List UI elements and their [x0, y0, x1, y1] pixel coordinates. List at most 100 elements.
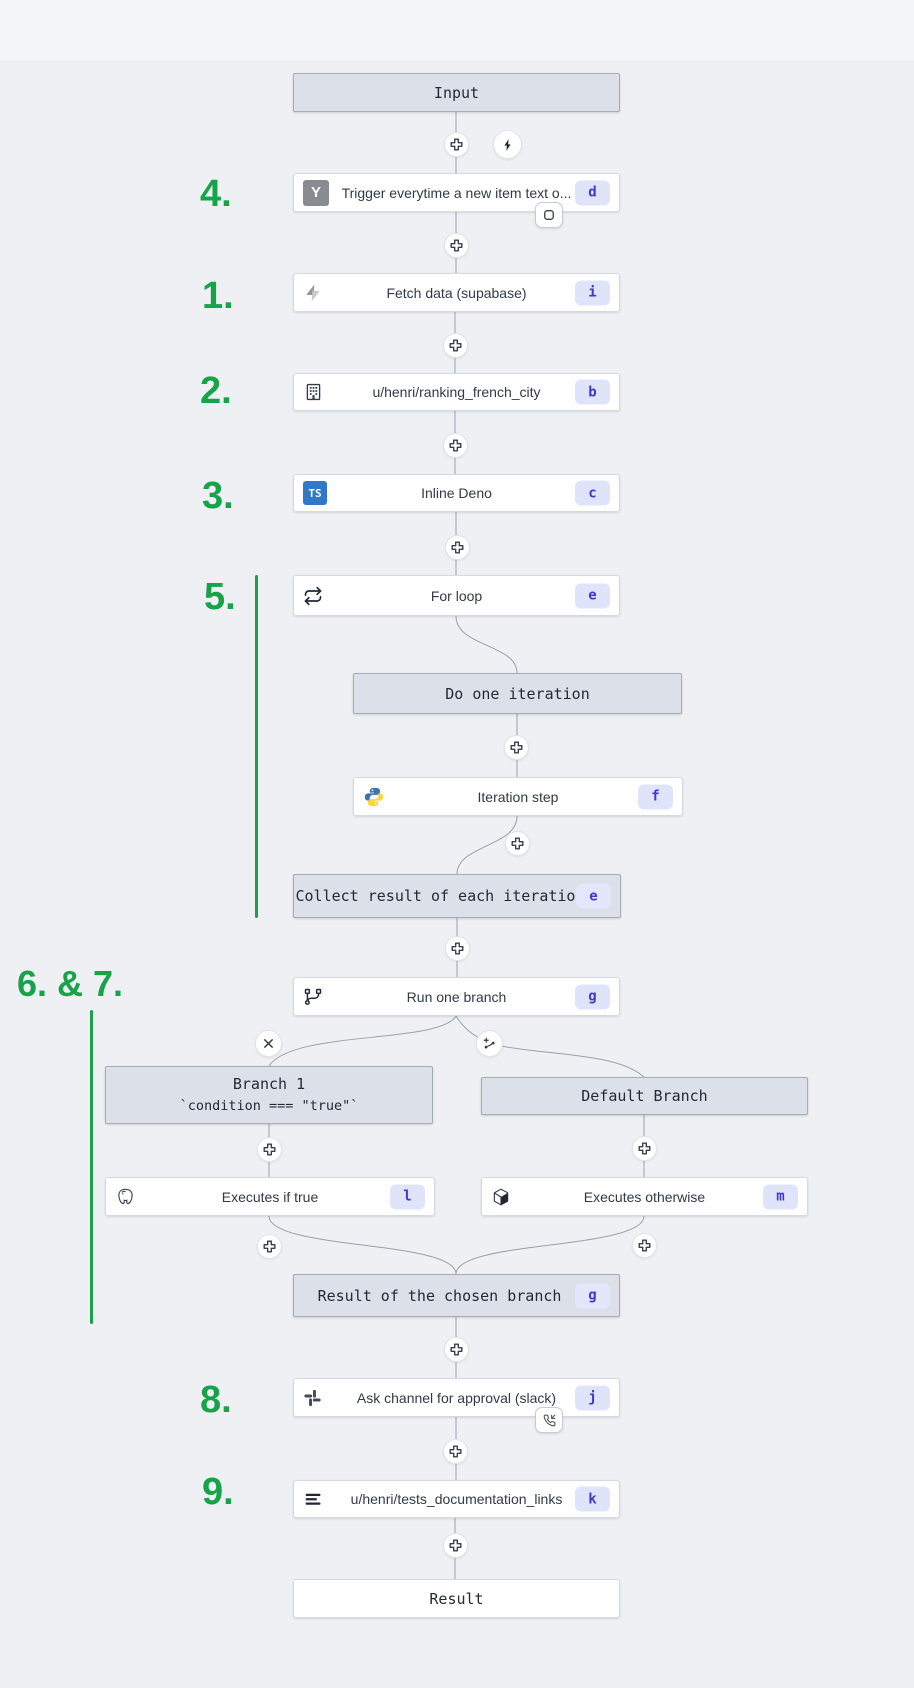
hackernews-icon: Y: [303, 179, 329, 206]
ranking-french-city-step-badge: b: [575, 379, 610, 405]
tests-documentation-links-step-node[interactable]: u/henri/tests_documentation_links k: [293, 1480, 620, 1518]
add-step-button[interactable]: [443, 433, 467, 457]
fetch-data-step-node[interactable]: Fetch data (supabase) i: [293, 273, 620, 312]
add-step-button[interactable]: [257, 1234, 281, 1258]
branch-add-icon: [483, 1037, 495, 1049]
x-icon: [264, 1039, 273, 1048]
executes-if-true-step-badge: l: [390, 1184, 425, 1209]
executes-if-true-step-label: Executes if true: [221, 1188, 319, 1205]
ask-channel-approval-step-label: Ask channel for approval (slack): [356, 1389, 557, 1406]
input-node[interactable]: Input: [293, 73, 620, 112]
branch-1-title: Branch 1: [232, 1074, 306, 1093]
annotation-4: 4.: [200, 173, 232, 215]
add-step-button[interactable]: [443, 1533, 467, 1557]
iteration-step-label: Iteration step: [477, 788, 559, 805]
result-chosen-branch-node[interactable]: Result of the chosen branch g: [293, 1274, 620, 1317]
iteration-step-node[interactable]: Iteration step f: [353, 777, 683, 816]
typescript-icon: TS: [303, 481, 327, 505]
collect-result-label: Collect result of each iteration: [295, 887, 585, 905]
add-step-button[interactable]: [505, 831, 529, 855]
supabase-icon: [303, 283, 323, 303]
plus-icon: [263, 1240, 276, 1253]
run-one-branch-step-label: Run one branch: [406, 988, 507, 1005]
plus-icon: [450, 1343, 463, 1356]
branch-1-condition: `condition === "true"`: [179, 1098, 359, 1115]
ask-channel-approval-step-node[interactable]: Ask channel for approval (slack) j: [293, 1378, 620, 1417]
plus-icon: [449, 1445, 462, 1458]
add-step-button[interactable]: [504, 735, 528, 759]
do-one-iteration-node[interactable]: Do one iteration: [353, 673, 682, 714]
add-step-button[interactable]: [257, 1137, 281, 1161]
early-stop-button[interactable]: [535, 202, 563, 228]
inline-deno-step-node[interactable]: TS Inline Deno c: [293, 474, 620, 512]
annotation-1: 1.: [202, 275, 234, 317]
collect-result-badge: e: [576, 883, 611, 909]
add-step-button[interactable]: [443, 1439, 467, 1463]
executes-if-true-step-node[interactable]: Executes if true l: [105, 1177, 435, 1216]
trigger-step-label: Trigger everytime a new item text o...: [341, 184, 572, 201]
add-step-button[interactable]: [443, 333, 467, 357]
phone-incoming-icon: [543, 1414, 555, 1426]
add-step-button[interactable]: [444, 1337, 468, 1361]
cube-icon: [491, 1187, 511, 1207]
branch-icon: [303, 987, 323, 1007]
run-one-branch-step-node[interactable]: Run one branch g: [293, 977, 620, 1016]
add-step-button[interactable]: [632, 1136, 656, 1160]
add-branch-button[interactable]: [477, 1031, 502, 1056]
postgresql-icon: [115, 1186, 136, 1207]
executes-otherwise-step-label: Executes otherwise: [583, 1188, 706, 1205]
plus-icon: [451, 541, 464, 554]
add-step-button[interactable]: [444, 233, 468, 257]
add-step-button[interactable]: [445, 535, 469, 559]
trigger-step-node[interactable]: Y Trigger everytime a new item text o...…: [293, 173, 620, 212]
add-step-button[interactable]: [445, 936, 469, 960]
fetch-data-step-label: Fetch data (supabase): [386, 284, 527, 301]
default-branch-node[interactable]: Default Branch: [481, 1077, 808, 1115]
add-step-button[interactable]: [444, 132, 468, 156]
input-label: Input: [433, 83, 480, 102]
do-one-iteration-label: Do one iteration: [445, 684, 590, 703]
annotation-5: 5.: [204, 576, 236, 618]
plus-icon: [510, 741, 523, 754]
executes-otherwise-step-badge: m: [763, 1184, 798, 1209]
for-loop-step-badge: e: [575, 583, 610, 608]
trigger-step-badge: d: [575, 180, 610, 205]
plus-icon: [449, 1539, 462, 1552]
run-one-branch-step-badge: g: [575, 984, 610, 1009]
result-node[interactable]: Result: [293, 1579, 620, 1618]
annotation-9: 9.: [202, 1471, 234, 1513]
plus-icon: [638, 1239, 651, 1252]
annotation-3: 3.: [202, 475, 234, 517]
slack-icon: [303, 1388, 322, 1407]
for-loop-step-label: For loop: [430, 587, 483, 604]
ranking-french-city-step-label: u/henri/ranking_french_city: [372, 384, 541, 400]
tests-documentation-links-step-badge: k: [575, 1486, 610, 1512]
branch-1-node[interactable]: Branch 1 `condition === "true"`: [105, 1066, 433, 1124]
plus-icon: [451, 942, 464, 955]
plus-icon: [449, 339, 462, 352]
collect-result-node[interactable]: Collect result of each iteration e: [293, 874, 621, 918]
building-icon: [303, 382, 324, 403]
loop-icon: [303, 586, 323, 606]
fetch-data-step-badge: i: [575, 280, 610, 305]
square-icon: [544, 210, 554, 220]
ask-channel-approval-step-badge: j: [575, 1385, 610, 1410]
plus-icon: [450, 239, 463, 252]
annotation-2: 2.: [200, 370, 232, 412]
iteration-step-badge: f: [638, 784, 673, 809]
default-branch-label: Default Branch: [581, 1087, 708, 1105]
inline-deno-step-label: Inline Deno: [421, 485, 492, 501]
tests-documentation-links-step-label: u/henri/tests_documentation_links: [350, 1491, 563, 1507]
trigger-toggle-button[interactable]: [494, 131, 521, 158]
for-loop-step-node[interactable]: For loop e: [293, 575, 620, 616]
remove-branch-button[interactable]: [256, 1031, 281, 1056]
section-6-7-line: [90, 1010, 93, 1324]
result-chosen-branch-label: Result of the chosen branch: [317, 1286, 562, 1305]
suspend-approval-button[interactable]: [535, 1407, 563, 1433]
add-step-button[interactable]: [632, 1233, 656, 1257]
executes-otherwise-step-node[interactable]: Executes otherwise m: [481, 1177, 808, 1216]
ranking-french-city-step-node[interactable]: u/henri/ranking_french_city b: [293, 373, 620, 411]
plus-icon: [638, 1142, 651, 1155]
result-chosen-branch-badge: g: [575, 1283, 610, 1308]
